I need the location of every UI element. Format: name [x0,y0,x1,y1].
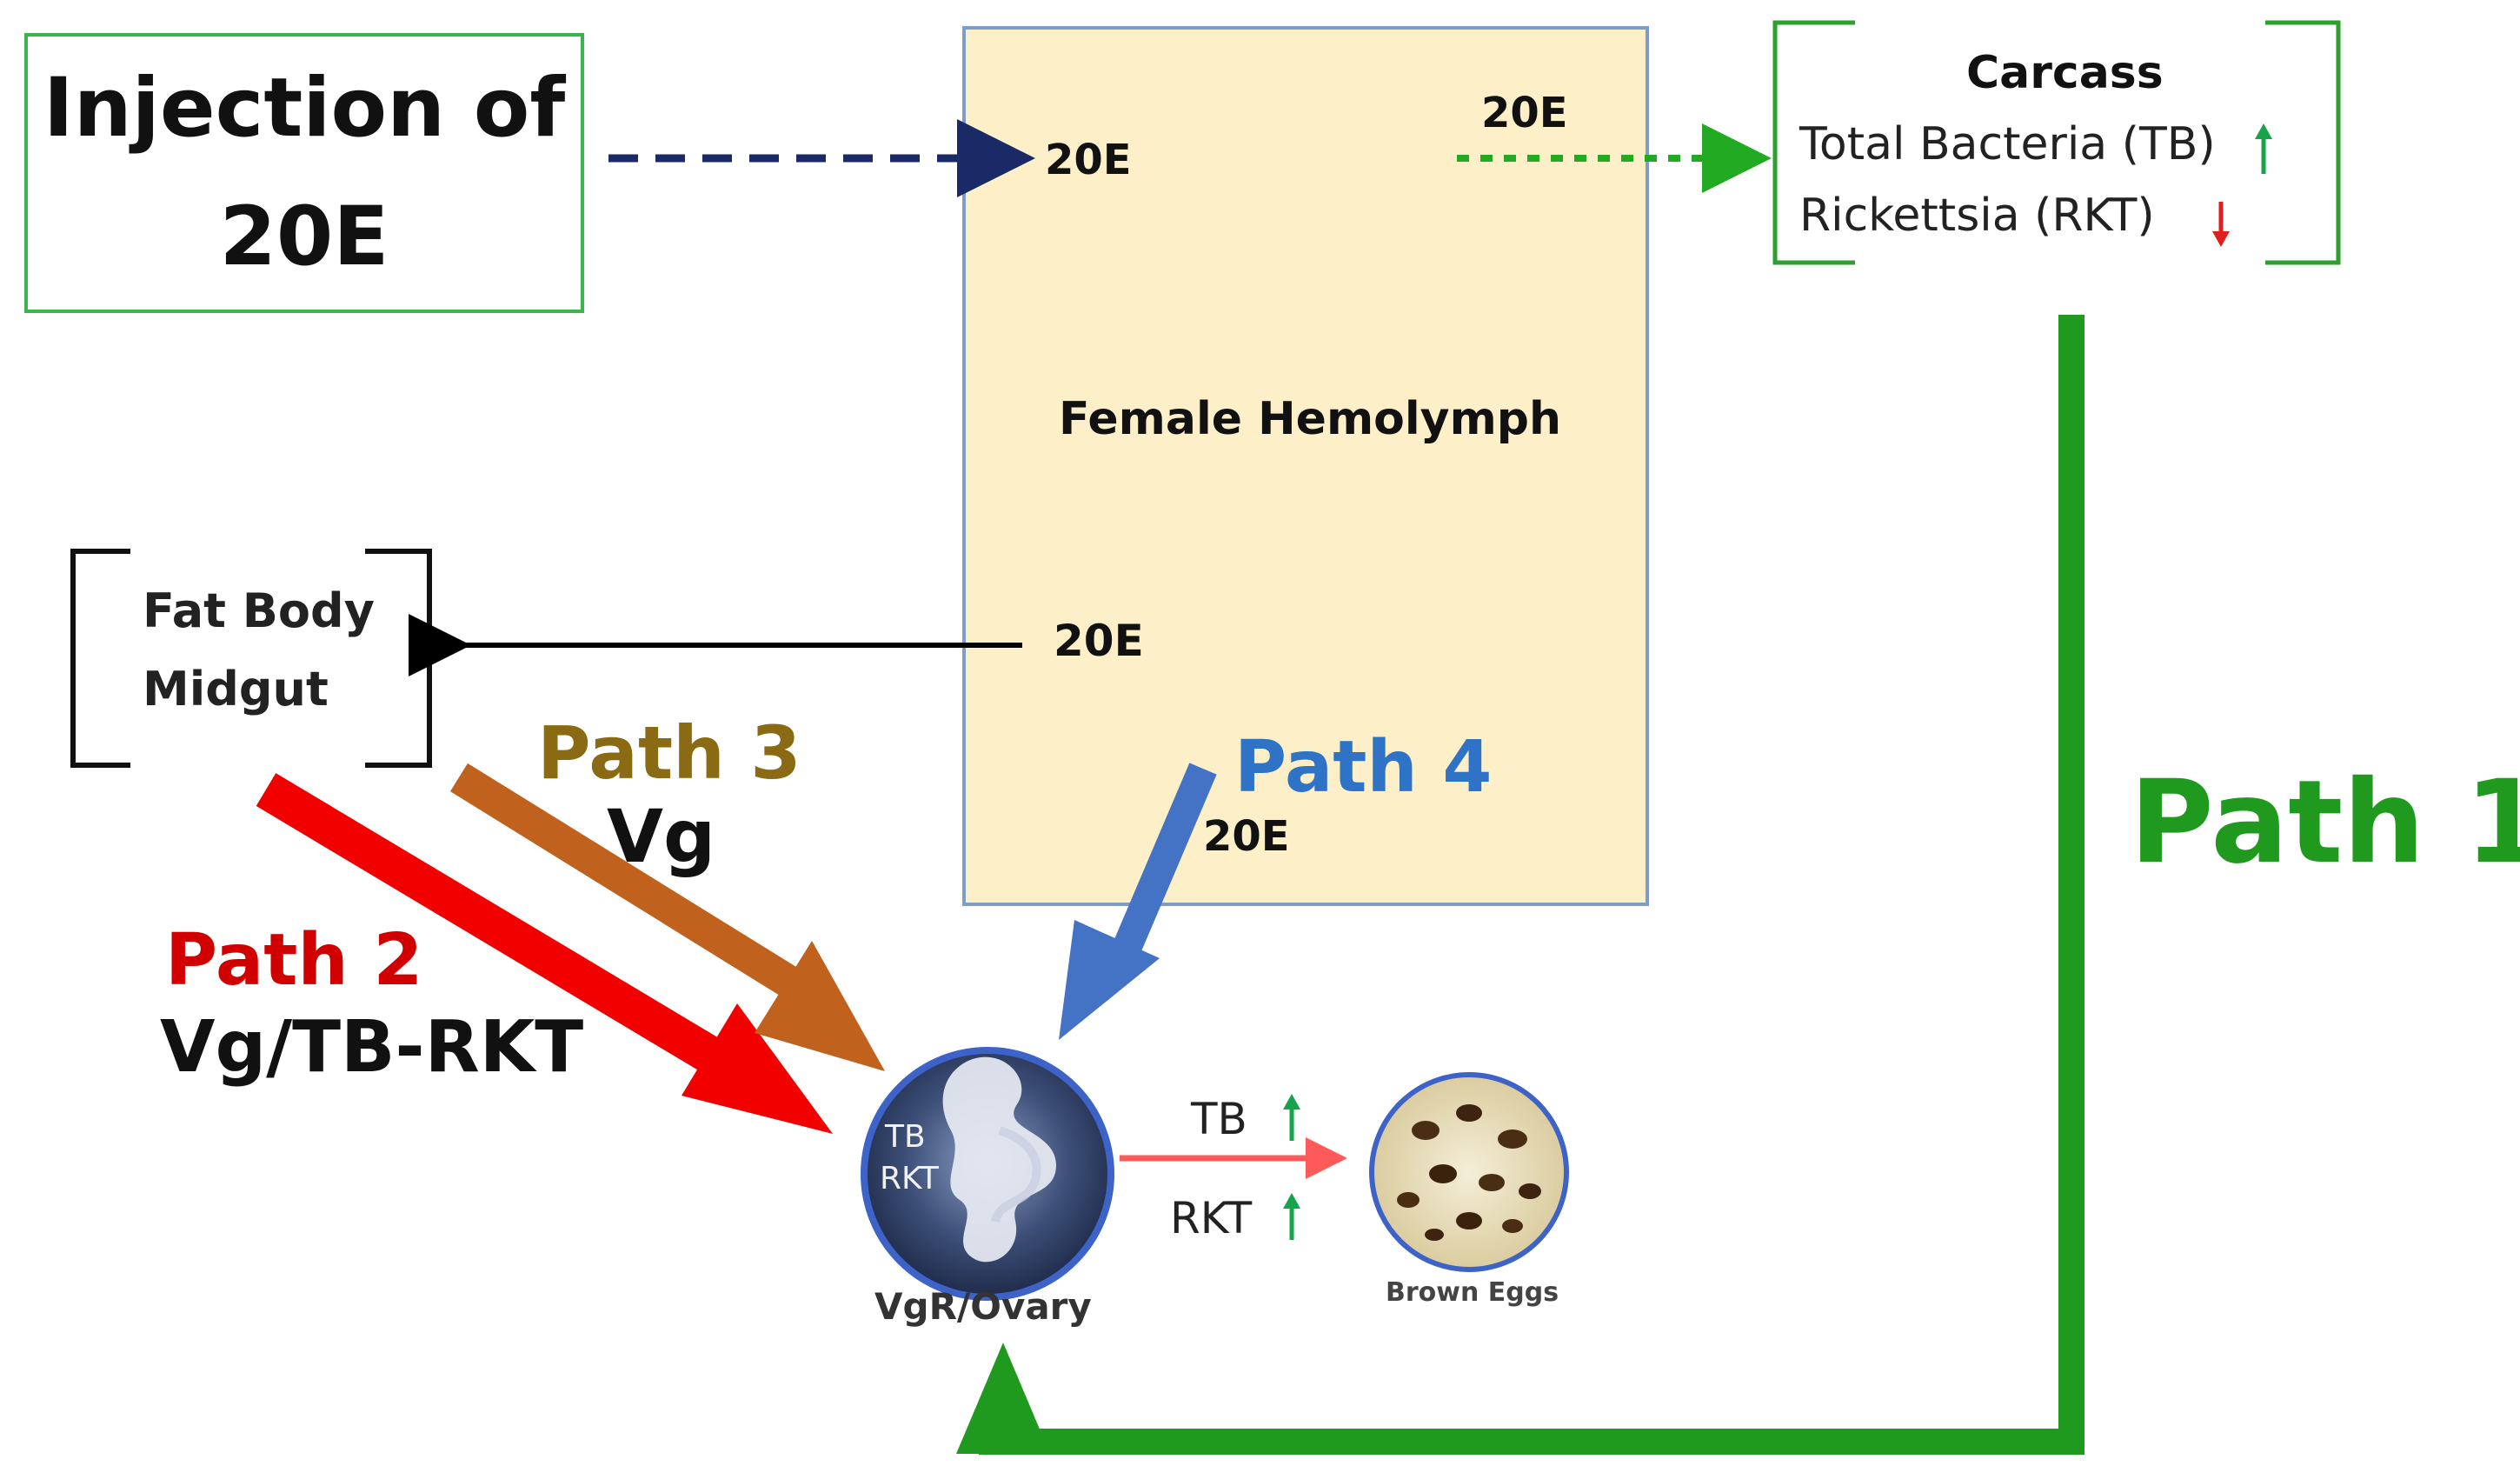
female-hemolymph-box [962,26,1649,906]
fatbody-line2: Midgut [143,662,329,716]
path3-sublabel: Vg [607,794,716,879]
injection-line1: Injection of [43,61,566,156]
ovary-tb-label: TB [885,1119,926,1155]
injection-box [24,33,584,313]
path4-arrow [1109,763,1217,963]
fatbody-line1: Fat Body [143,583,375,638]
fatbody-bracket-left [70,549,130,768]
path1-label: Path 1 [2130,756,2520,890]
path1-arrow [979,315,2084,1455]
hemolymph-20e-left: 20E [1054,616,1144,666]
path3-arrow [449,763,825,1013]
ovary-label: VgR/Ovary [874,1285,1092,1328]
transmission-tb: TB [1191,1094,1247,1144]
path4-label: Path 4 [1234,726,1493,809]
path2-sublabel: Vg/TB-RKT [160,1006,584,1089]
hemolymph-20e-in: 20E [1045,136,1132,184]
arrow-up-green-icon [1283,1193,1300,1240]
fatbody-bracket-right [365,549,432,768]
path4-arrow-head [1059,920,1160,1040]
carcass-bracket-left [1772,20,1855,265]
ovary-rkt-label: RKT [880,1161,939,1196]
ovary-image [861,1047,1114,1301]
carcass-rickettsia: Rickettsia (RKT) [1799,190,2155,242]
hemolymph-title: Female Hemolymph [1059,393,1561,445]
transmission-rkt: RKT [1170,1193,1253,1243]
path2-arrow-head [682,1003,833,1134]
path2-label: Path 2 [165,919,423,1002]
path3-label: Path 3 [537,710,801,796]
hemolymph-20e-out: 20E [1481,89,1568,137]
injection-line2: 20E [219,190,389,284]
carcass-bracket-right [2265,20,2341,265]
path2-arrow [256,773,756,1093]
arrow-up-green-icon [1283,1094,1300,1141]
path3-arrow-head [755,941,885,1071]
brown-eggs-image [1369,1072,1569,1272]
carcass-title: Carcass [1966,47,2164,99]
arrow-down-red-icon [2212,202,2230,247]
carcass-total-bacteria: Total Bacteria (TB) [1799,118,2216,170]
path1-arrow-head [956,1343,1050,1454]
arrow-up-green-icon [2255,123,2272,174]
hemolymph-20e-path4: 20E [1203,812,1290,861]
transmission-arrow-head [1306,1137,1347,1179]
brown-eggs-label: Brown Eggs [1386,1277,1559,1308]
